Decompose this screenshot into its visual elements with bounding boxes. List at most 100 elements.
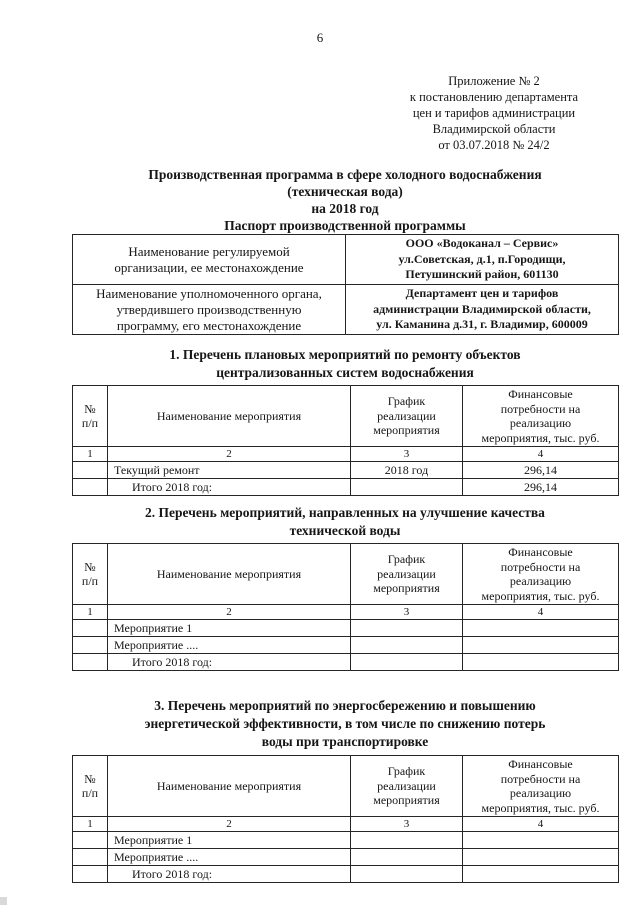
header-line: потребности на bbox=[500, 401, 581, 416]
cell-finance bbox=[462, 865, 619, 883]
label-line: Наименование уполномоченного органа, bbox=[96, 285, 322, 301]
header-finance: Финансовые потребности на реализацию мер… bbox=[462, 755, 619, 817]
header-line: № bbox=[84, 559, 96, 574]
cell-finance: 296,14 bbox=[462, 461, 619, 479]
cell-finance bbox=[462, 636, 619, 654]
header-line: мероприятия bbox=[373, 793, 440, 808]
section-1-heading: 1. Перечень плановых мероприятий по ремо… bbox=[72, 346, 618, 382]
header-num: № п/п bbox=[72, 543, 108, 605]
cell-num bbox=[72, 865, 108, 883]
cell-num bbox=[72, 653, 108, 671]
table-row: Мероприятие 1 bbox=[72, 831, 619, 849]
cell-num bbox=[72, 619, 108, 637]
header-line: потребности на bbox=[500, 559, 581, 574]
cell-num bbox=[72, 636, 108, 654]
header-line: График bbox=[387, 394, 426, 409]
header-line: п/п bbox=[81, 416, 99, 430]
header-line: Финансовые bbox=[508, 757, 573, 771]
col-number: 4 bbox=[462, 816, 619, 832]
col-number: 3 bbox=[350, 604, 463, 620]
cell-num bbox=[72, 478, 108, 496]
value-line: Департамент цен и тарифов bbox=[405, 286, 559, 301]
header-name: Наименование мероприятия bbox=[107, 385, 351, 447]
header-line: № bbox=[84, 771, 96, 786]
column-number-row: 1 2 3 4 bbox=[72, 604, 619, 620]
cell-name: Итого 2018 год: bbox=[107, 478, 351, 496]
table-header-row: № п/п Наименование мероприятия График ре… bbox=[72, 385, 619, 447]
header-num: № п/п bbox=[72, 755, 108, 817]
cell-num bbox=[72, 831, 108, 849]
col-number: 4 bbox=[462, 604, 619, 620]
table-row: Наименование регулируемой организации, е… bbox=[72, 234, 619, 285]
cell-schedule bbox=[350, 831, 463, 849]
cell-finance bbox=[462, 619, 619, 637]
header-line: потребности на bbox=[500, 771, 581, 786]
cell-num bbox=[72, 461, 108, 479]
cell-schedule bbox=[350, 478, 463, 496]
section-2-heading: 2. Перечень мероприятий, направленных на… bbox=[72, 504, 618, 540]
label-line: утвердившего производственную bbox=[116, 301, 302, 317]
passport-subtitle: Паспорт производственной программы bbox=[224, 218, 466, 233]
cell-schedule bbox=[350, 636, 463, 654]
cell-name: Мероприятие 1 bbox=[107, 619, 351, 637]
header-line: реализации bbox=[377, 778, 436, 793]
cell-name: Текущий ремонт bbox=[107, 461, 351, 479]
header-line: мероприятия, тыс. руб. bbox=[481, 800, 600, 815]
column-number-row: 1 2 3 4 bbox=[72, 446, 619, 462]
document-title: Производственная программа в сфере холод… bbox=[72, 166, 618, 217]
value-line: ул. Каманина д.31, г. Владимир, 600009 bbox=[376, 317, 588, 332]
header-line: п/п bbox=[81, 786, 99, 800]
label-line: программу, его местонахождение bbox=[116, 317, 302, 333]
cell-finance: 296,14 bbox=[462, 478, 619, 496]
col-number: 1 bbox=[72, 604, 108, 620]
value-line: ООО «Водоканал – Сервис» bbox=[405, 236, 559, 251]
table-total-row: Итого 2018 год: bbox=[72, 653, 619, 671]
table-row: Мероприятие .... bbox=[72, 636, 619, 654]
measures-table-2: № п/п Наименование мероприятия График ре… bbox=[72, 543, 619, 671]
heading-line: технической воды bbox=[289, 523, 401, 538]
title-line: (техническая вода) bbox=[287, 184, 403, 199]
table-header-row: № п/п Наименование мероприятия График ре… bbox=[72, 755, 619, 817]
passport-table: Наименование регулируемой организации, е… bbox=[72, 234, 619, 335]
table-row: Мероприятие 1 bbox=[72, 619, 619, 637]
header-line: мероприятия, тыс. руб. bbox=[481, 588, 600, 603]
label-line: Наименование регулируемой bbox=[128, 243, 290, 259]
cell-name: Итого 2018 год: bbox=[107, 865, 351, 883]
value-line: Петушинский район, 601130 bbox=[405, 267, 559, 282]
appendix-line: к постановлению департамента bbox=[409, 90, 579, 104]
header-line: График bbox=[387, 764, 426, 779]
cell-finance bbox=[462, 653, 619, 671]
header-line: реализацию bbox=[509, 786, 572, 800]
cell-name: Мероприятие .... bbox=[107, 636, 351, 654]
header-line: реализацию bbox=[509, 416, 572, 430]
cell-num bbox=[72, 848, 108, 866]
title-line: на 2018 год bbox=[311, 201, 379, 216]
cell-name: Мероприятие 1 bbox=[107, 831, 351, 849]
header-num: № п/п bbox=[72, 385, 108, 447]
col-number: 2 bbox=[107, 604, 351, 620]
appendix-line: от 03.07.2018 № 24/2 bbox=[438, 138, 550, 152]
header-line: Финансовые bbox=[508, 387, 573, 401]
cell-finance bbox=[462, 848, 619, 866]
cell-name: Мероприятие .... bbox=[107, 848, 351, 866]
passport-value-authority: Департамент цен и тарифов администрации … bbox=[345, 284, 619, 335]
col-number: 2 bbox=[107, 446, 351, 462]
appendix-note: Приложение № 2 к постановлению департаме… bbox=[378, 73, 610, 153]
col-number: 1 bbox=[72, 446, 108, 462]
value-line: администрации Владимирской области, bbox=[373, 301, 591, 316]
col-number: 1 bbox=[72, 816, 108, 832]
cell-schedule bbox=[350, 653, 463, 671]
value-line: ул.Советская, д.1, п.Городищи, bbox=[398, 251, 566, 266]
cell-schedule bbox=[350, 848, 463, 866]
table-row: Текущий ремонт 2018 год 296,14 bbox=[72, 461, 619, 479]
appendix-line: Приложение № 2 bbox=[448, 74, 540, 88]
passport-value-organization: ООО «Водоканал – Сервис» ул.Советская, д… bbox=[345, 234, 619, 285]
passport-label-organization: Наименование регулируемой организации, е… bbox=[72, 234, 346, 285]
cell-name: Итого 2018 год: bbox=[107, 653, 351, 671]
header-line: Финансовые bbox=[508, 545, 573, 559]
header-name: Наименование мероприятия bbox=[107, 755, 351, 817]
table-header-row: № п/п Наименование мероприятия График ре… bbox=[72, 543, 619, 605]
col-number: 4 bbox=[462, 446, 619, 462]
page-number: 6 bbox=[316, 30, 324, 45]
